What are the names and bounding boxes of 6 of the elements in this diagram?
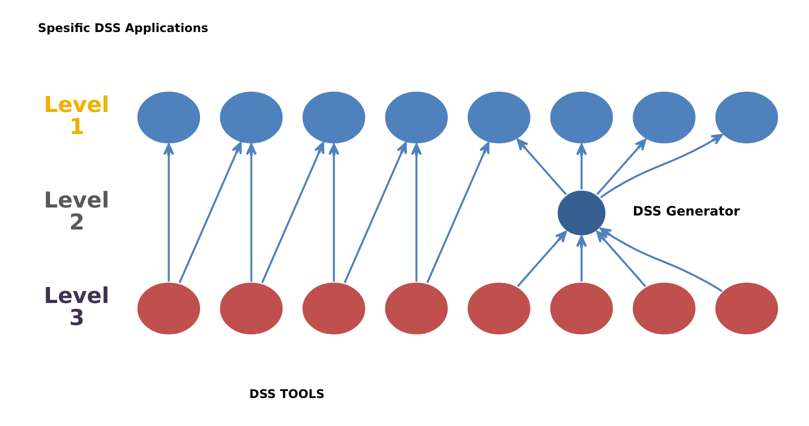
label: Level 3	[44, 284, 110, 332]
label: Spesific DSS Applications	[38, 21, 208, 36]
label: Level 2	[44, 188, 110, 236]
node-label: DSS Generator	[632, 204, 740, 220]
label: Level 1	[44, 93, 110, 140]
label: DSS TOOLS	[249, 387, 325, 402]
